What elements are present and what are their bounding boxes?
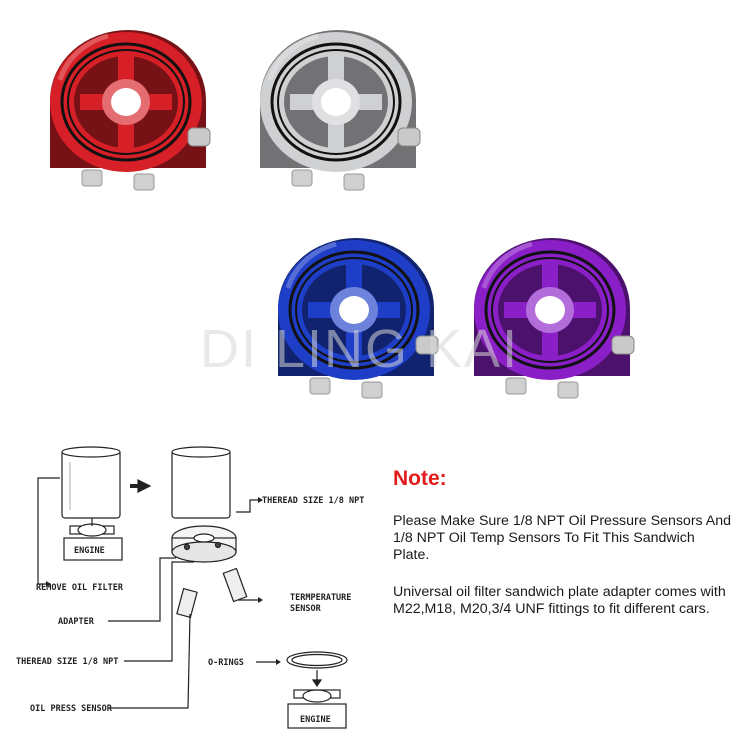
label-thread-size-top: THEREAD SIZE 1/8 NPT bbox=[262, 496, 364, 506]
label-oil-press-sensor: OIL PRESS SENSOR bbox=[30, 704, 113, 714]
note-paragraph-2: Universal oil filter sandwich plate adap… bbox=[393, 584, 726, 617]
label-adapter: ADAPTER bbox=[58, 617, 95, 627]
installation-diagram: THEREAD SIZE 1/8 NPT ENGINE REMOVE OIL F… bbox=[16, 446, 364, 729]
label-remove-oil-filter: REMOVE OIL FILTER bbox=[36, 583, 124, 593]
note-paragraph-1: Please Make Sure 1/8 NPT Oil Pressure Se… bbox=[393, 513, 732, 563]
note-title: Note: bbox=[393, 467, 447, 490]
product-image-purple bbox=[462, 228, 642, 413]
label-temperature-sensor-1: TERMPERATURE bbox=[290, 593, 351, 603]
product-image-silver bbox=[248, 20, 428, 205]
product-image-blue bbox=[266, 228, 446, 413]
watermark-text: DI LING KAI bbox=[200, 319, 520, 379]
label-o-rings: O-RINGS bbox=[208, 658, 244, 668]
product-image-red bbox=[38, 20, 218, 205]
label-temperature-sensor-2: SENSOR bbox=[290, 604, 322, 614]
label-thread-size-bottom: THEREAD SIZE 1/8 NPT bbox=[16, 657, 118, 667]
label-engine-top: ENGINE bbox=[74, 546, 105, 556]
label-engine-bottom: ENGINE bbox=[300, 715, 331, 725]
